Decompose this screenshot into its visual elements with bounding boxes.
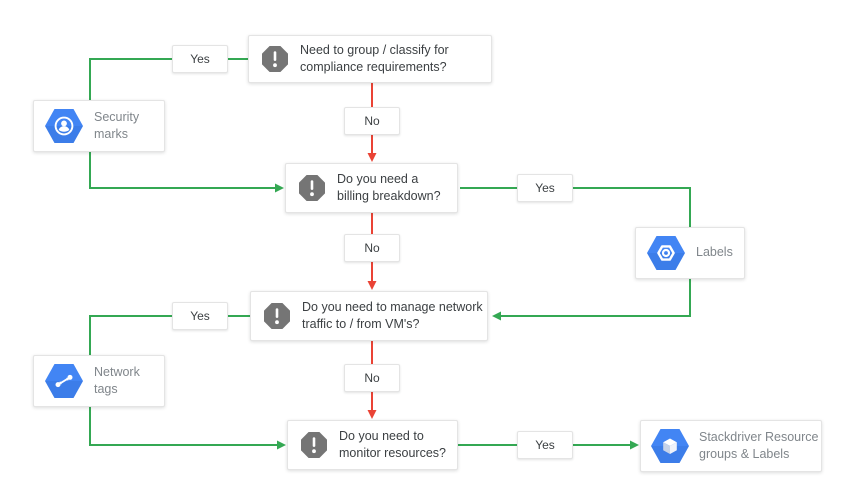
arrowhead-icon: [492, 311, 501, 321]
edge-label-no-network: No: [344, 364, 400, 392]
edge-label-yes-monitoring: Yes: [517, 431, 573, 459]
product-label: Labels: [696, 245, 733, 260]
edge-label-yes-network: Yes: [172, 302, 228, 330]
decision-text: Do you need to manage network traffic to…: [302, 300, 483, 331]
decision-billing: Do you need a billing breakdown?: [285, 163, 458, 213]
arrowhead-icon: [367, 153, 377, 162]
product-label: Stackdriver Resource groups & Labels: [699, 429, 819, 462]
arrowhead-icon: [367, 281, 377, 290]
decision-text: Do you need to monitor resources?: [339, 429, 446, 460]
edge-label-no-billing: No: [344, 234, 400, 262]
alert-octagon-icon: [262, 46, 288, 72]
arrowhead-icon: [275, 183, 284, 193]
product-node-security-marks: Security marks: [33, 100, 165, 152]
edge-label-yes-compliance: Yes: [172, 45, 228, 73]
stackdriver-cube-icon: [651, 429, 689, 463]
product-label: Network tags: [94, 364, 140, 397]
edge-label-no-compliance: No: [344, 107, 400, 135]
decision-network-traffic: Do you need to manage network traffic to…: [250, 291, 488, 341]
product-label: Security marks: [94, 109, 140, 142]
arrowhead-icon: [367, 410, 377, 419]
decision-text: Do you need a billing breakdown?: [337, 172, 441, 203]
product-node-stackdriver: Stackdriver Resource groups & Labels: [640, 420, 822, 472]
decision-compliance: Need to group / classify for compliance …: [248, 35, 492, 83]
alert-octagon-icon: [301, 432, 327, 458]
alert-octagon-icon: [264, 303, 290, 329]
product-node-network-tags: Network tags: [33, 355, 165, 407]
alert-octagon-icon: [299, 175, 325, 201]
security-marks-icon: [45, 109, 83, 143]
decision-monitoring: Do you need to monitor resources?: [287, 420, 458, 470]
arrowhead-icon: [630, 440, 639, 450]
decision-text: Need to group / classify for compliance …: [300, 43, 449, 74]
labels-icon: [647, 236, 685, 270]
arrowhead-icon: [277, 440, 286, 450]
product-node-labels: Labels: [635, 227, 745, 279]
network-tags-icon: [45, 364, 83, 398]
edge-label-yes-billing: Yes: [517, 174, 573, 202]
